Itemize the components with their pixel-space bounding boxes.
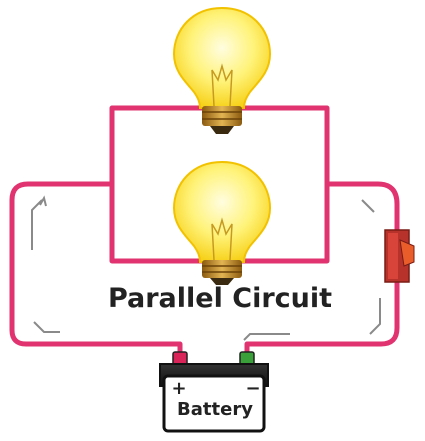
arrow-left-up	[31, 199, 43, 250]
battery-negative-sign: −	[245, 378, 260, 399]
battery-positive-sign: +	[171, 378, 186, 399]
bulb-bottom	[172, 160, 272, 285]
battery-label: Battery	[177, 399, 253, 420]
outer-wire-right-lower	[244, 282, 400, 356]
arrow-right-down	[369, 298, 381, 335]
outer-wire-left	[9, 181, 183, 356]
diagram-title: Parallel Circuit	[108, 283, 332, 314]
arrow-left-down	[33, 321, 60, 333]
arrow-top-right	[361, 199, 375, 213]
outer-wire-right	[327, 181, 400, 230]
battery: + − Battery	[159, 351, 269, 433]
current-arrows	[31, 195, 381, 341]
battery-body	[162, 374, 266, 433]
bulb-top	[172, 6, 272, 134]
arrow-bottom-left	[243, 333, 290, 341]
switch	[384, 229, 415, 283]
